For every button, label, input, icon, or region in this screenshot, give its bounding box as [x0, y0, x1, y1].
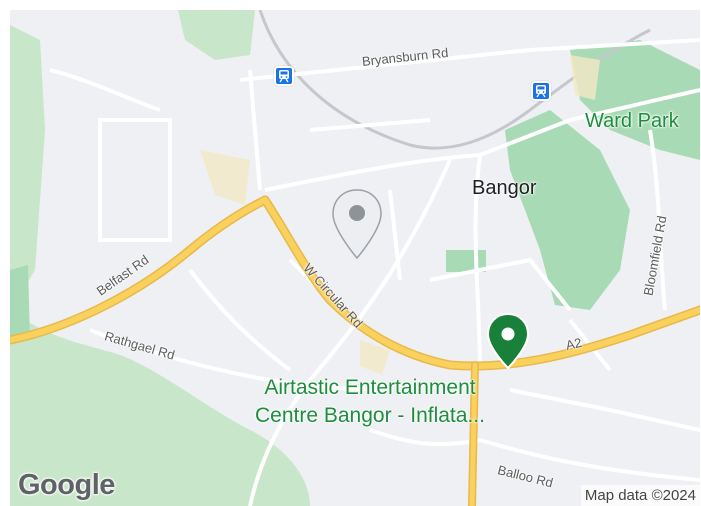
park-label-ward-park: Ward Park — [585, 110, 679, 132]
train-station-icon[interactable] — [274, 66, 294, 86]
green-north — [178, 10, 255, 60]
woodland-west — [10, 25, 45, 310]
searched-location-pin-icon[interactable] — [331, 188, 383, 260]
google-logo[interactable]: Google — [18, 469, 115, 501]
road-label-a2: A2 — [564, 334, 584, 353]
map-pin-icon[interactable] — [486, 312, 530, 370]
train-glyph — [279, 70, 289, 83]
woodland-southwest — [10, 310, 310, 506]
town-label-bangor: Bangor — [472, 177, 537, 199]
poi-label[interactable]: Airtastic Entertainment Centre Bangor - … — [255, 374, 485, 430]
park-northeast — [570, 40, 700, 160]
ward-park-area — [505, 110, 630, 310]
poi-name-line2: Centre Bangor - Inflata... — [255, 404, 485, 427]
train-station-icon[interactable] — [531, 81, 551, 101]
map-attribution[interactable]: Map data ©2024 — [580, 485, 700, 506]
train-glyph — [536, 85, 546, 98]
poi-name-line1: Airtastic Entertainment — [264, 376, 476, 399]
map-tiles — [10, 10, 700, 506]
map-canvas[interactable]: Bryansburn Rd Belfast Rd Rathgael Rd W C… — [10, 10, 700, 506]
major-roads — [10, 195, 700, 506]
